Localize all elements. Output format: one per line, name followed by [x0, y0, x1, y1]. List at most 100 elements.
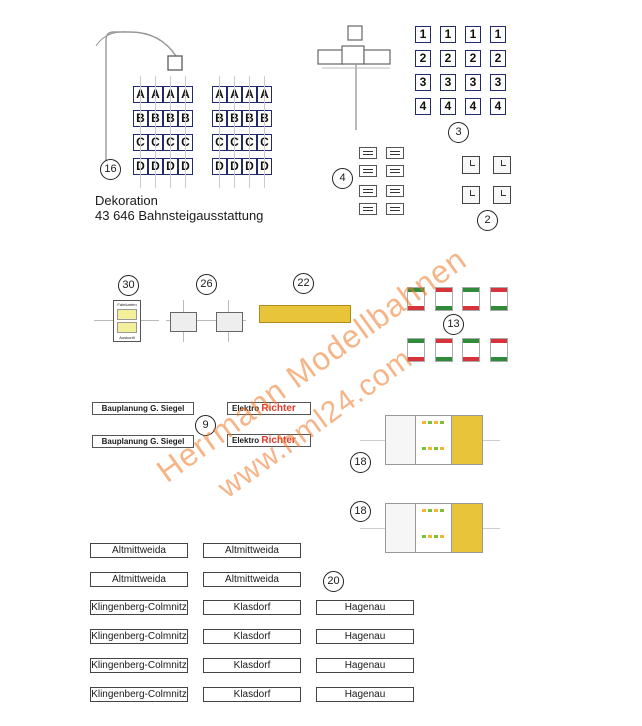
- station-name-sign: Hagenau: [316, 687, 414, 702]
- small-sign: [359, 147, 377, 159]
- sign-name: Richter: [261, 435, 296, 446]
- callout-13: 13: [443, 314, 464, 335]
- clock-icon: [493, 186, 511, 204]
- clock-icon: [493, 156, 511, 174]
- station-name-sign: Hagenau: [316, 658, 414, 673]
- platform-number-sign: 2: [465, 50, 481, 67]
- station-name-sign: Klingenberg-Colmnitz: [90, 629, 188, 644]
- board-led: [428, 447, 432, 450]
- board-panel: [117, 309, 137, 320]
- small-sign: [359, 165, 377, 177]
- sign-prefix: Elektro: [232, 436, 260, 445]
- board-led: [434, 421, 438, 424]
- platform-number-sign: 3: [465, 74, 481, 91]
- callout-26: 26: [196, 274, 217, 295]
- board-led: [428, 535, 432, 538]
- board-led: [434, 447, 438, 450]
- company-sign-richter: Elektro Richter: [227, 402, 311, 415]
- platform-number-sign: 3: [415, 74, 431, 91]
- station-name-sign: Klasdorf: [203, 658, 301, 673]
- ad-stripe: [408, 306, 424, 310]
- station-name-sign: Klingenberg-Colmnitz: [90, 600, 188, 615]
- board-led: [440, 421, 444, 424]
- timetable-panel: [216, 312, 243, 332]
- guide-line: [155, 76, 156, 188]
- board-led: [422, 421, 426, 424]
- board-led: [422, 509, 426, 512]
- platform-number-sign: 1: [415, 26, 431, 43]
- board-led: [428, 509, 432, 512]
- station-name-sign: Klasdorf: [203, 629, 301, 644]
- ad-stripe: [491, 357, 507, 361]
- station-name-sign: Klasdorf: [203, 600, 301, 615]
- board-led: [422, 447, 426, 450]
- advertisement-panel: [435, 287, 453, 311]
- board-led: [434, 535, 438, 538]
- station-name-sign: Klasdorf: [203, 687, 301, 702]
- ad-stripe: [436, 357, 452, 361]
- ad-stripe: [491, 306, 507, 310]
- guide-line: [219, 76, 220, 188]
- guide-line: [249, 76, 250, 188]
- platform-number-sign: 2: [415, 50, 431, 67]
- board-led: [434, 509, 438, 512]
- clock-icon: [462, 186, 480, 204]
- ad-stripe: [491, 339, 507, 343]
- ticket-info-board: Fahrkarten Auskunft: [113, 300, 141, 342]
- clock-icon: [462, 156, 480, 174]
- ad-stripe: [408, 357, 424, 361]
- station-name-sign: Altmittweida: [90, 543, 188, 558]
- platform-number-sign: 4: [415, 98, 431, 115]
- board-panel: [117, 322, 137, 333]
- advertisement-panel: [462, 287, 480, 311]
- board-led: [440, 447, 444, 450]
- sign-name: Richter: [261, 403, 296, 414]
- board-panel-left: [385, 415, 417, 465]
- ad-stripe: [408, 288, 424, 292]
- product-title: 43 646 Bahnsteigausstattung: [95, 208, 264, 223]
- platform-lamp-drawing: [317, 25, 391, 130]
- guide-line: [185, 76, 186, 188]
- callout-2: 2: [477, 210, 498, 231]
- board-panel-left: [385, 503, 417, 553]
- callout-22: 22: [293, 273, 314, 294]
- platform-number-sign: 4: [440, 98, 456, 115]
- timetable-panel: [170, 312, 197, 332]
- platform-number-sign: 3: [440, 74, 456, 91]
- ad-stripe: [463, 339, 479, 343]
- ad-stripe: [463, 288, 479, 292]
- station-name-sign: Klingenberg-Colmnitz: [90, 687, 188, 702]
- company-sign-siegel: Bauplanung G. Siegel: [92, 402, 194, 415]
- platform-number-sign: 1: [490, 26, 506, 43]
- platform-number-sign: 2: [440, 50, 456, 67]
- callout-30: 30: [118, 275, 139, 296]
- board-panel-right: [451, 503, 483, 553]
- ad-stripe: [436, 288, 452, 292]
- guide-line: [140, 76, 141, 188]
- guide-line: [264, 76, 265, 188]
- guide-line: [234, 76, 235, 188]
- platform-number-sign: 4: [465, 98, 481, 115]
- callout-4: 4: [332, 168, 353, 189]
- ad-stripe: [408, 339, 424, 343]
- board-label-bottom: Auskunft: [119, 335, 135, 340]
- advertisement-panel: [407, 338, 425, 362]
- advertisement-panel: [435, 338, 453, 362]
- board-led: [440, 535, 444, 538]
- ad-stripe: [436, 306, 452, 310]
- ad-stripe: [436, 339, 452, 343]
- advertisement-panel: [462, 338, 480, 362]
- station-name-sign: Hagenau: [316, 600, 414, 615]
- station-name-sign: Altmittweida: [203, 572, 301, 587]
- lamp-post-drawing: [95, 31, 183, 161]
- small-sign: [359, 185, 377, 197]
- platform-number-sign: 2: [490, 50, 506, 67]
- guide-line: [170, 76, 171, 188]
- platform-number-sign: 4: [490, 98, 506, 115]
- station-name-sign: Klingenberg-Colmnitz: [90, 658, 188, 673]
- station-name-sign: Altmittweida: [90, 572, 188, 587]
- advertisement-panel: [407, 287, 425, 311]
- small-sign: [386, 165, 404, 177]
- callout-18: 18: [350, 452, 371, 473]
- board-label-top: Fahrkarten: [117, 302, 137, 307]
